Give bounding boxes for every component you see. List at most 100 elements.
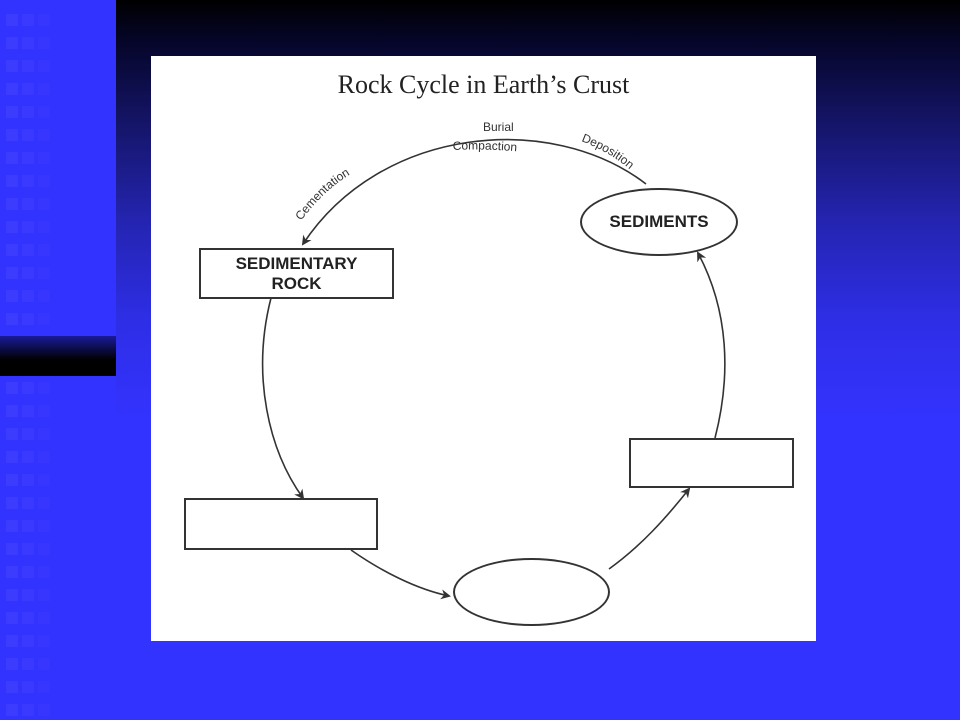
decorative-square	[22, 635, 34, 647]
decorative-square	[6, 129, 18, 141]
label-burial: Burial	[483, 120, 514, 134]
cycle-arrows: Burial Compaction Cementation Deposition	[261, 120, 726, 600]
decorative-square	[38, 313, 50, 325]
decorative-square	[6, 382, 18, 394]
decorative-square	[38, 704, 50, 716]
decorative-square	[6, 244, 18, 256]
decorative-square	[38, 290, 50, 302]
decorative-square	[38, 60, 50, 72]
decorative-square	[38, 83, 50, 95]
decorative-square	[6, 658, 18, 670]
decorative-square	[22, 83, 34, 95]
decorative-square	[6, 83, 18, 95]
label-compaction: Compaction	[453, 138, 518, 154]
decorative-square	[38, 129, 50, 141]
decorative-square	[22, 313, 34, 325]
decorative-square	[6, 152, 18, 164]
node-blank-box-right	[629, 438, 794, 488]
decorative-square	[6, 635, 18, 647]
decorative-square	[6, 566, 18, 578]
decorative-square	[38, 658, 50, 670]
decorative-square	[22, 244, 34, 256]
decorative-square	[38, 405, 50, 417]
decorative-square	[22, 175, 34, 187]
node-blank-box-left	[184, 498, 378, 550]
decorative-square	[6, 497, 18, 509]
decorative-square	[22, 267, 34, 279]
decorative-square	[22, 129, 34, 141]
decorative-square	[6, 612, 18, 624]
decorative-square	[38, 198, 50, 210]
decorative-square	[6, 704, 18, 716]
decorative-square	[22, 566, 34, 578]
decorative-square	[38, 474, 50, 486]
decorative-square	[22, 405, 34, 417]
decorative-square	[6, 520, 18, 532]
label-deposition: Deposition	[580, 131, 637, 172]
decorative-square	[6, 428, 18, 440]
decorative-square	[22, 589, 34, 601]
decorative-square	[38, 681, 50, 693]
decorative-square	[38, 589, 50, 601]
decorative-square	[6, 267, 18, 279]
decorative-square	[22, 14, 34, 26]
decorative-square	[22, 428, 34, 440]
node-blank-oval-bottom	[453, 558, 610, 626]
decorative-square	[22, 543, 34, 555]
decorative-square	[6, 60, 18, 72]
slide-left-dark-strip	[0, 336, 116, 376]
decorative-square	[22, 382, 34, 394]
decorative-square	[38, 244, 50, 256]
decorative-square	[22, 681, 34, 693]
decorative-square	[22, 221, 34, 233]
arrow-sediments-to-sedimentary-rock	[301, 138, 647, 246]
decorative-square	[6, 681, 18, 693]
label-cementation: Cementation	[292, 165, 352, 223]
decorative-square	[6, 405, 18, 417]
decorative-square	[38, 543, 50, 555]
decorative-square	[22, 658, 34, 670]
decorative-square	[6, 290, 18, 302]
decorative-square	[22, 152, 34, 164]
decorative-square	[6, 313, 18, 325]
decorative-square	[6, 474, 18, 486]
decorative-square	[38, 175, 50, 187]
decorative-square	[38, 221, 50, 233]
decorative-square	[38, 635, 50, 647]
decorative-square	[6, 198, 18, 210]
decorative-square	[38, 14, 50, 26]
node-sediments-label: SEDIMENTS	[609, 212, 709, 231]
decorative-square	[38, 428, 50, 440]
decorative-square	[6, 543, 18, 555]
decorative-square	[6, 451, 18, 463]
decorative-square	[6, 221, 18, 233]
decorative-square	[38, 37, 50, 49]
decorative-square	[38, 382, 50, 394]
decorative-square	[38, 106, 50, 118]
decorative-square	[22, 60, 34, 72]
decorative-square	[38, 520, 50, 532]
decorative-square	[22, 37, 34, 49]
arrow-box-right-to-sediments	[697, 251, 726, 439]
decorative-square	[22, 198, 34, 210]
decorative-square	[22, 474, 34, 486]
decorative-square	[38, 451, 50, 463]
node-sedimentary-rock-line2: ROCK	[271, 273, 322, 293]
decorative-square	[6, 589, 18, 601]
node-sedimentary-rock: SEDIMENTARY ROCK	[199, 248, 394, 299]
decorative-square	[6, 175, 18, 187]
node-sedimentary-rock-line1: SEDIMENTARY	[235, 253, 358, 273]
decorative-square	[38, 267, 50, 279]
decorative-square	[38, 497, 50, 509]
diagram-title: Rock Cycle in Earth’s Crust	[337, 70, 630, 99]
diagram-panel: Rock Cycle in Earth’s Crust Burial Compa…	[151, 56, 816, 641]
decorative-square	[22, 106, 34, 118]
decorative-square	[22, 497, 34, 509]
decorative-square	[22, 612, 34, 624]
decorative-square	[38, 566, 50, 578]
arrow-box-left-to-oval-bottom	[350, 549, 451, 600]
arrow-sedimentary-rock-to-box-left	[261, 297, 305, 500]
decorative-square	[22, 520, 34, 532]
node-sediments: SEDIMENTS	[580, 188, 738, 256]
decorative-square	[38, 152, 50, 164]
